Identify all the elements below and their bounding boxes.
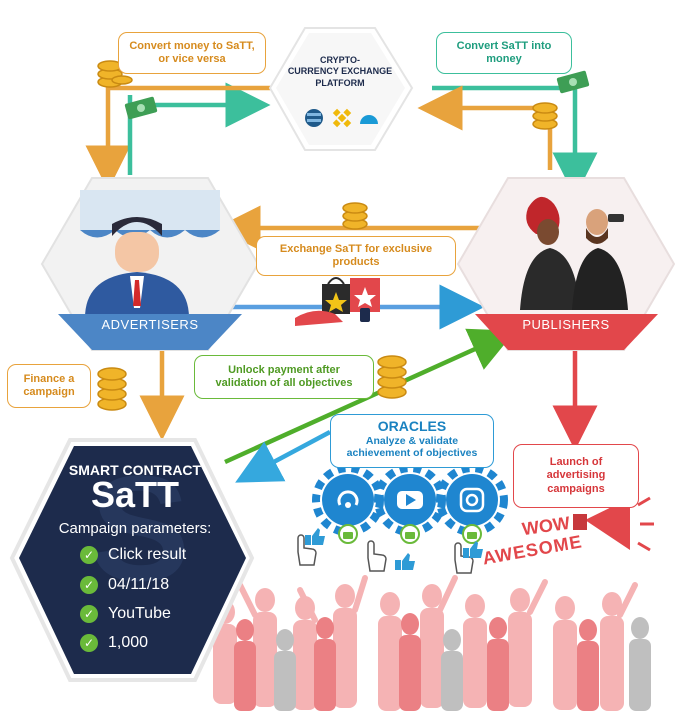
exchange-title: CRYPTO- CURRENCY EXCHANGE PLATFORM	[278, 55, 402, 89]
publishers-illustration	[520, 196, 628, 310]
lock-icons	[338, 524, 482, 544]
param-item-text: Click result	[108, 546, 187, 563]
label-convert-satt: Convert SaTT into money	[436, 32, 572, 74]
param-item-text: 04/11/18	[108, 576, 170, 593]
check-icon: ✓	[80, 546, 98, 564]
gear-youtube-icon	[374, 464, 446, 536]
coin-stack-icons	[97, 60, 558, 411]
gear-instagram-icon	[436, 464, 508, 536]
check-icon: ✓	[80, 576, 98, 594]
param-item: ✓ YouTube	[80, 605, 171, 623]
arrow-exchange-to-publishers	[432, 85, 598, 198]
smart-contract-brand: SaTT	[90, 474, 179, 515]
publishers-hexagon	[456, 177, 675, 351]
label-finance-campaign: Finance a campaign	[7, 364, 91, 408]
thumbs-up-icons	[305, 528, 483, 570]
exchange-title-line-3: PLATFORM	[315, 77, 365, 88]
check-icon: ✓	[80, 605, 98, 623]
gear-analytics-icon	[312, 464, 384, 536]
exchange-title-line-2: CURRENCY EXCHANGE	[287, 66, 393, 77]
label-launch-campaigns: Launch of advertising campaigns	[513, 444, 639, 508]
oracles-title: ORACLES	[377, 418, 447, 434]
arrow-oracles-to-contract	[235, 430, 332, 483]
advertisers-hexagon	[40, 177, 260, 351]
param-item-text: 1,000	[108, 634, 149, 651]
cursor-hand-icons	[297, 534, 474, 574]
publishers-label: PUBLISHERS	[522, 317, 610, 332]
businessman-illustration	[85, 217, 189, 318]
oracles-box: ORACLES Analyze & validate achievement o…	[330, 414, 494, 468]
param-item: ✓ 1,000	[80, 634, 148, 652]
check-icon: ✓	[80, 634, 98, 652]
exchange-hexagon	[268, 27, 414, 151]
label-exchange-products: Exchange SaTT for exclusive products	[256, 236, 456, 276]
shopping-products-icon	[295, 277, 380, 326]
advertisers-label: ADVERTISERS	[101, 317, 199, 332]
arrow-exchange-to-advertisers-top	[85, 85, 275, 191]
exchange-logos-icon	[305, 108, 378, 128]
exchange-title-line-1: CRYPTO-	[319, 55, 360, 65]
param-item-text: YouTube	[108, 605, 171, 622]
smart-contract-heading: SMART CONTRACT	[68, 462, 202, 478]
crowd-illustration	[213, 575, 651, 711]
banknote-icons	[124, 70, 590, 120]
oracles-subtitle: Analyze & validate achievement of object…	[346, 434, 478, 460]
svg-text:S: S	[90, 444, 190, 612]
param-item: ✓ Click result	[80, 546, 186, 564]
oracle-gears	[312, 464, 508, 544]
campaign-params-label: Campaign parameters:	[58, 520, 212, 537]
label-convert-money: Convert money to SaTT, or vice versa	[118, 32, 266, 74]
smart-contract-hexagon: S	[9, 438, 255, 682]
param-item: ✓ 04/11/18	[80, 576, 169, 594]
megaphone-icon	[573, 496, 654, 552]
label-unlock-payment: Unlock payment after validation of all o…	[194, 355, 374, 399]
